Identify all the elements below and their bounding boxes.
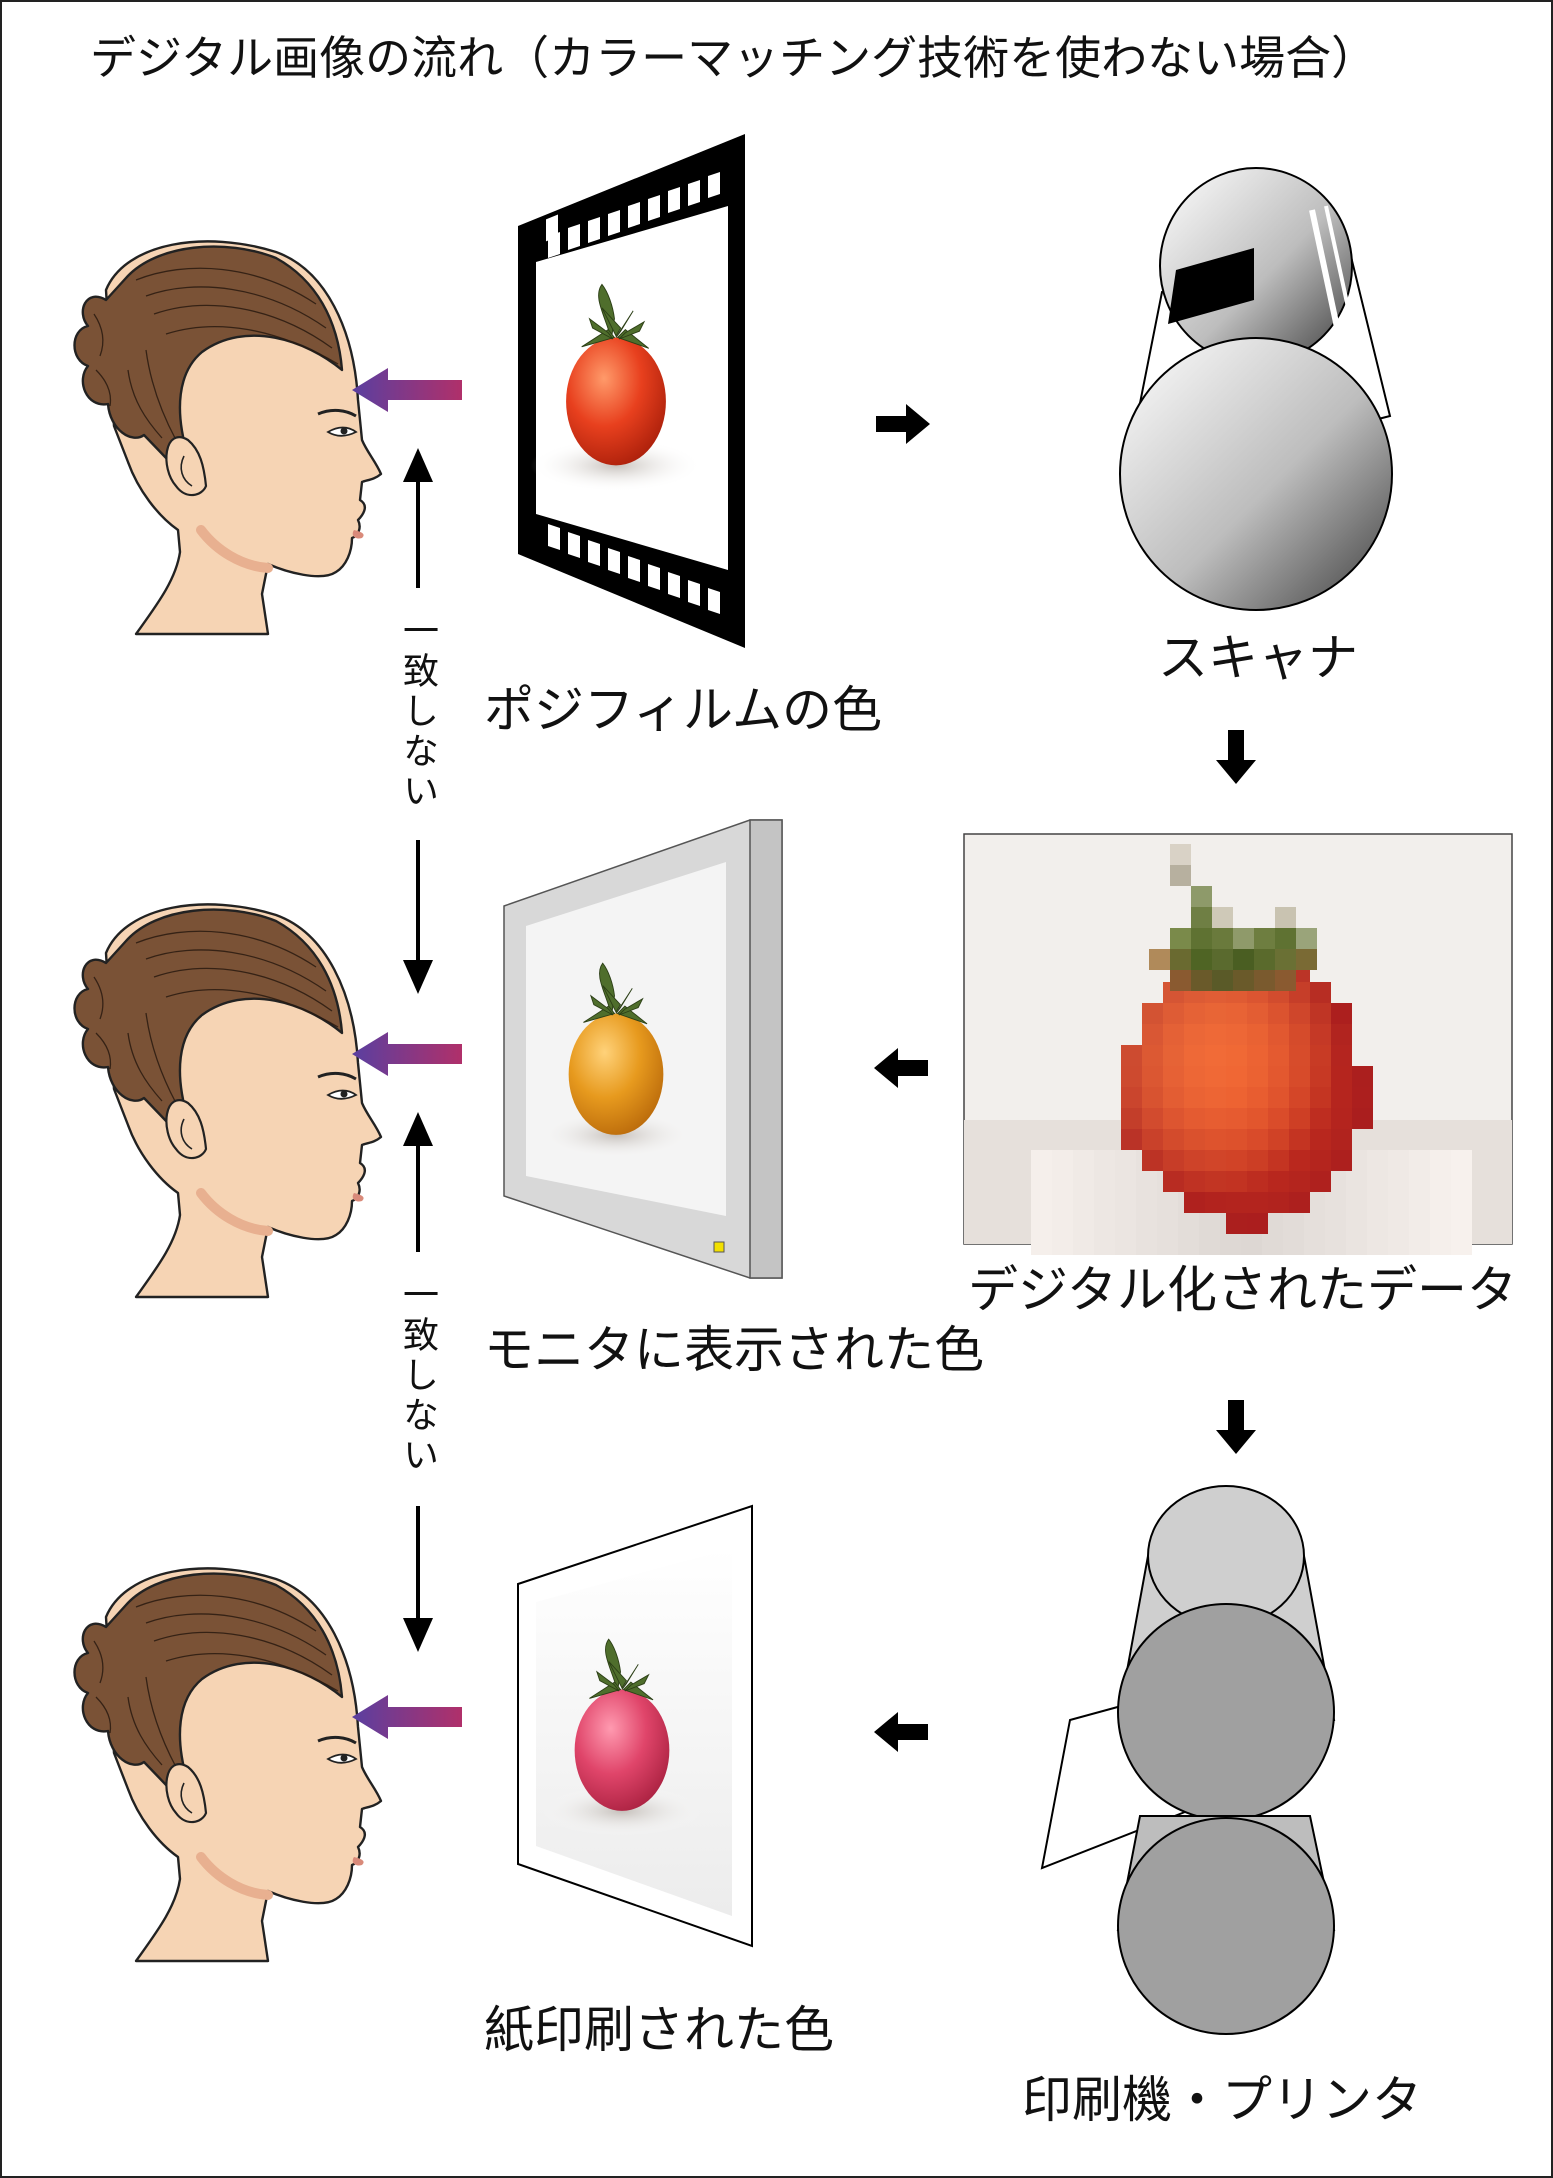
arrow-scanner-to-data <box>1216 730 1256 784</box>
view-arrow-2 <box>352 1032 462 1076</box>
viewer-head-3 <box>75 1568 382 1961</box>
diagram-title: デジタル画像の流れ（カラーマッチング技術を使わない場合） <box>90 31 1378 85</box>
printed-paper <box>517 1504 753 1948</box>
pixelated-tomato <box>1031 844 1472 1255</box>
digital-data-image <box>963 833 1513 1255</box>
view-arrow-3 <box>352 1695 462 1739</box>
viewer-head-2 <box>75 904 382 1297</box>
view-arrow-1 <box>352 368 462 412</box>
monitor <box>503 819 783 1279</box>
printer-rollers <box>1040 1485 1336 2035</box>
label-printer: 印刷機・プリンタ <box>1022 2071 1422 2129</box>
arrow-data-to-printer <box>1216 1400 1256 1454</box>
positive-film <box>518 134 745 648</box>
arrow-printer-to-paper <box>874 1712 928 1752</box>
label-scanner: スキャナ <box>1158 629 1358 687</box>
label-mismatch-2: 一致しない <box>397 1276 438 1476</box>
scanner-drum <box>1119 167 1393 611</box>
label-positive-film: ポジフィルムの色 <box>484 681 882 739</box>
mismatch-arrows-1 <box>403 448 433 994</box>
mismatch-arrows-2 <box>403 1112 433 1652</box>
arrow-data-to-monitor <box>874 1048 928 1088</box>
arrow-film-to-scanner <box>876 404 930 444</box>
label-mismatch-1: 一致しない <box>397 612 438 812</box>
viewer-head-1 <box>75 241 382 634</box>
label-digital-data: デジタル化されたデータ <box>968 1261 1517 1319</box>
label-monitor: モニタに表示された色 <box>484 1321 984 1379</box>
film-sprocket-holes <box>548 172 720 614</box>
label-printed-paper: 紙印刷された色 <box>484 2001 834 2059</box>
